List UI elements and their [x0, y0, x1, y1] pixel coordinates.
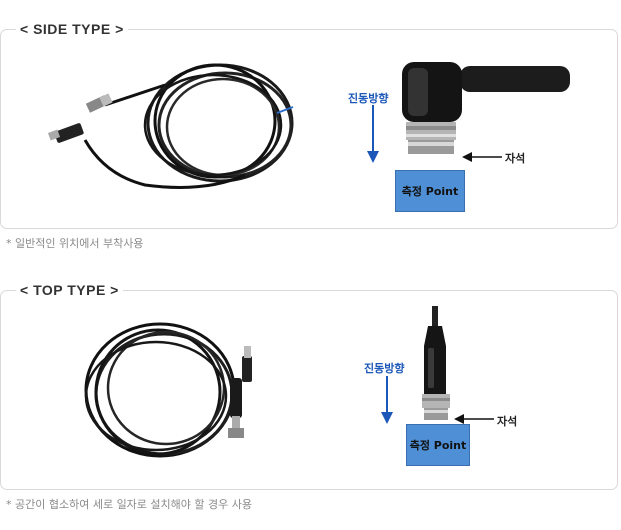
top-magnet-label: 자석	[497, 415, 518, 428]
side-measure-point: 측정 Point	[395, 170, 465, 212]
side-point-label: 측정 Point	[401, 185, 459, 198]
side-direction-label: 진동방향	[348, 92, 389, 105]
top-sensor-image	[422, 306, 450, 420]
side-magnet-arrow	[462, 152, 502, 162]
top-cable-image	[84, 322, 252, 458]
side-cable-image	[47, 63, 294, 189]
top-magnet-arrow	[454, 414, 494, 424]
side-sensor-image	[402, 62, 570, 154]
top-measure-point: 측정 Point	[406, 424, 470, 466]
top-type-panel	[0, 290, 618, 490]
top-direction-arrow	[381, 376, 393, 424]
side-direction-arrow	[367, 105, 379, 163]
side-type-section: < SIDE TYPE > 진동방향	[0, 0, 621, 260]
top-direction-label: 진동방향	[364, 362, 405, 375]
top-point-label: 측정 Point	[409, 439, 467, 452]
side-type-panel	[0, 29, 618, 229]
top-type-note: * 공간이 협소하여 세로 일자로 설치해야 할 경우 사용	[6, 498, 252, 511]
side-type-title: < SIDE TYPE >	[16, 21, 128, 37]
side-type-note: * 일반적인 위치에서 부착사용	[6, 237, 144, 250]
top-type-title: < TOP TYPE >	[16, 282, 123, 298]
side-magnet-label: 자석	[505, 152, 526, 165]
